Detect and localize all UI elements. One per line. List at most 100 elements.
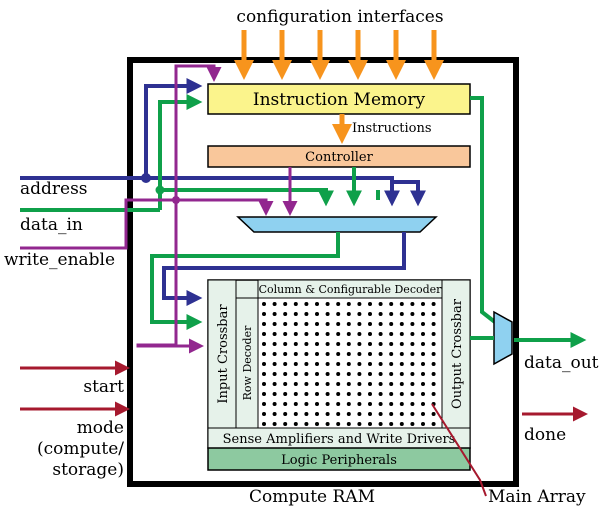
memory-cell-dot	[389, 342, 394, 346]
memory-cell-dot	[272, 372, 277, 376]
data-out-label: data_out	[524, 353, 599, 373]
memory-cell-dot	[304, 302, 309, 306]
input-crossbar-block	[207, 279, 237, 429]
memory-cell-dot	[336, 352, 341, 356]
memory-cell-dot	[389, 362, 394, 366]
memory-cell-dot	[346, 302, 351, 306]
memory-cell-dot	[399, 412, 404, 416]
memory-cell-dot	[315, 412, 319, 416]
memory-cell-dot	[421, 302, 425, 306]
memory-cell-dot	[272, 312, 277, 316]
memory-cell-dot	[368, 422, 372, 426]
memory-cell-dot	[304, 322, 309, 326]
memory-cell-dot	[336, 322, 341, 326]
memory-cell-dot	[325, 332, 330, 336]
memory-cell-dot	[410, 372, 415, 376]
memory-cell-dot	[421, 412, 425, 416]
memory-cell-dot	[410, 362, 415, 366]
memory-cell-dot	[378, 342, 383, 346]
memory-cell-dot	[431, 322, 436, 326]
memory-cell-dot	[325, 422, 330, 426]
data-bus	[20, 94, 587, 348]
memory-cell-dot	[262, 372, 266, 376]
memory-cell-dot	[283, 352, 288, 356]
memory-cell-dot	[262, 332, 266, 336]
memory-cell-dot	[304, 392, 309, 396]
output-crossbar-label: Output Crossbar	[450, 298, 465, 409]
memory-cell-dot	[336, 392, 341, 396]
memory-cell-dot	[293, 382, 298, 386]
memory-cell-dot	[293, 402, 298, 406]
memory-cell-dot	[399, 312, 404, 316]
memory-cell-dot	[272, 382, 277, 386]
memory-cell-dot	[357, 312, 362, 316]
memory-cell-dot	[262, 302, 266, 306]
input-mux	[236, 216, 438, 233]
memory-cell-dot	[272, 362, 277, 366]
configuration-interfaces-label: configuration interfaces	[236, 7, 443, 27]
memory-cell-dot	[336, 372, 341, 376]
memory-cell-dot	[315, 422, 319, 426]
memory-cell-dot	[389, 302, 394, 306]
memory-cell-dot	[325, 412, 330, 416]
memory-cell-dot	[336, 362, 341, 366]
memory-cell-dot	[272, 352, 277, 356]
instruction-memory-label: Instruction Memory	[253, 90, 426, 110]
write-enable-junction	[172, 196, 180, 204]
main-array-callout-line	[431, 403, 487, 497]
memory-cell-dot	[272, 322, 277, 326]
memory-cell-dot	[262, 422, 266, 426]
memory-cell-dot	[283, 392, 288, 396]
memory-cell-dot	[262, 402, 266, 406]
main-array-label: Main Array	[488, 487, 586, 507]
memory-cell-dot	[262, 342, 266, 346]
memory-cell-dot	[272, 412, 277, 416]
memory-cell-dot	[272, 332, 277, 336]
memory-cell-dot	[336, 302, 341, 306]
memory-cell-dot	[431, 332, 436, 336]
memory-cell-dot	[346, 342, 351, 346]
memory-cell-dot	[357, 352, 362, 356]
memory-cell-dot	[283, 302, 288, 306]
memory-cell-dot	[336, 312, 341, 316]
memory-cell-dot	[368, 322, 372, 326]
memory-cell-dot	[399, 342, 404, 346]
memory-cell-dot	[357, 372, 362, 376]
memory-cell-dot	[315, 382, 319, 386]
memory-cell-dot	[283, 382, 288, 386]
memory-cell-dot	[304, 362, 309, 366]
memory-cell-dot	[262, 412, 266, 416]
memory-cell-dot	[399, 332, 404, 336]
memory-cell-dot	[389, 402, 394, 406]
memory-cell-dot	[357, 332, 362, 336]
memory-cell-dot	[315, 312, 319, 316]
memory-cell-dot	[262, 382, 266, 386]
memory-cell-dot	[389, 382, 394, 386]
memory-cell-dot	[368, 412, 372, 416]
memory-cell-dot	[357, 302, 362, 306]
memory-cell-dot	[304, 402, 309, 406]
memory-cell-dot	[293, 322, 298, 326]
memory-cell-dot	[431, 352, 436, 356]
memory-cell-dot	[357, 422, 362, 426]
memory-cell-dot	[399, 372, 404, 376]
output-mux	[493, 310, 513, 366]
memory-cell-dot	[293, 312, 298, 316]
memory-cell-dot	[431, 342, 436, 346]
memory-cell-dot	[293, 362, 298, 366]
memory-cell-dot	[431, 382, 436, 386]
memory-cell-dot	[368, 392, 372, 396]
memory-cell-dot	[378, 322, 383, 326]
memory-cell-dot	[399, 322, 404, 326]
memory-cell-dot	[378, 332, 383, 336]
memory-cell-dot	[378, 352, 383, 356]
memory-cell-dot	[399, 362, 404, 366]
memory-cell-dot	[304, 372, 309, 376]
memory-cell-dot	[346, 372, 351, 376]
done-label: done	[524, 425, 566, 445]
memory-cell-dot	[410, 392, 415, 396]
memory-cell-dot	[357, 402, 362, 406]
memory-cell-dot	[283, 372, 288, 376]
memory-cell-dot	[336, 332, 341, 336]
row-decoder-label: Row Decoder	[241, 325, 254, 400]
